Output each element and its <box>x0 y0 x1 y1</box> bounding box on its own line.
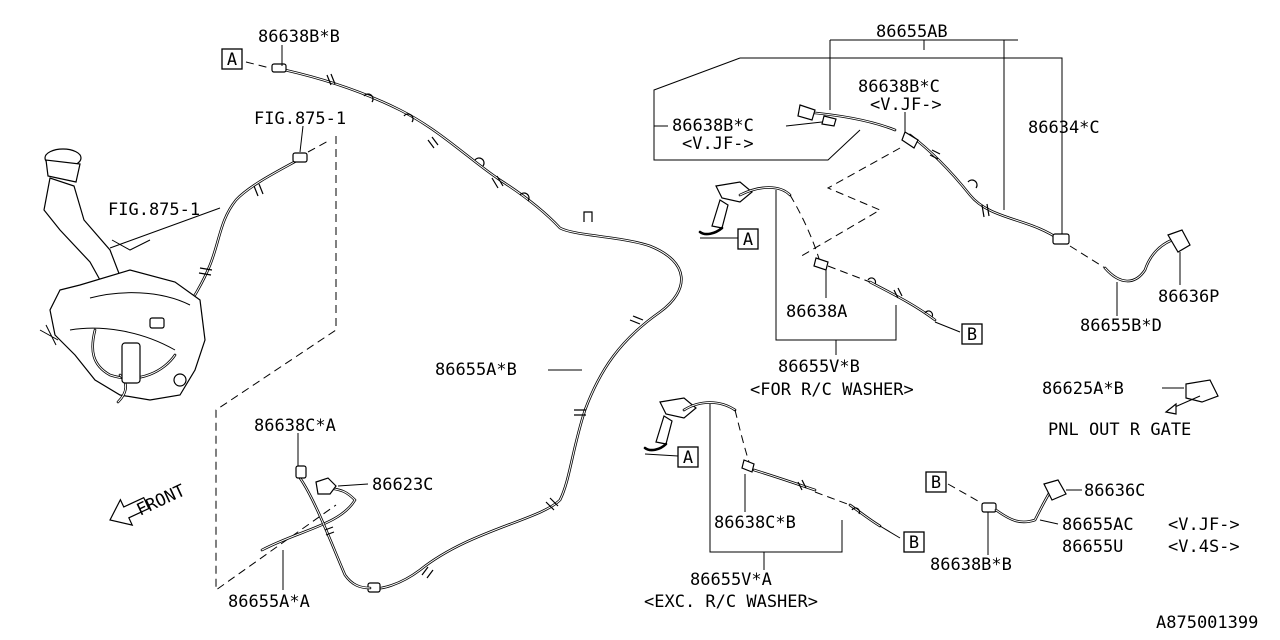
main-hose-86655A-B <box>271 63 683 593</box>
ref-a-2: A <box>743 230 753 250</box>
label-vjf-right: <V.JF-> <box>1168 515 1240 535</box>
label-vjf-left: <V.JF-> <box>682 134 754 154</box>
label-86638B-B-2: 86638B*B <box>930 555 1012 575</box>
label-86655U: 86655U <box>1062 537 1123 557</box>
label-pnl-out-r-gate: PNL OUT R GATE <box>1048 420 1191 440</box>
ref-box-b-1 <box>961 323 983 345</box>
label-fig-875-1-left: FIG.875-1 <box>108 200 200 220</box>
label-for-rc-washer: <FOR R/C WASHER> <box>750 380 914 400</box>
label-86638A: 86638A <box>786 302 847 322</box>
label-86636C: 86636C <box>1084 481 1145 501</box>
label-86655AB: 86655AB <box>876 22 948 42</box>
ref-box-a-3 <box>677 446 699 468</box>
front-arrow <box>109 496 150 526</box>
label-v4s: <V.4S-> <box>1168 537 1240 557</box>
ref-box-a-1 <box>221 48 243 70</box>
label-front: FRONT <box>134 481 189 521</box>
label-86638C-B: 86638C*B <box>714 513 796 533</box>
label-86655V-A: 86655V*A <box>690 570 772 590</box>
label-86636P: 86636P <box>1158 287 1219 307</box>
label-86655AC: 86655AC <box>1062 515 1134 535</box>
label-exc-rc-washer: <EXC. R/C WASHER> <box>644 592 818 612</box>
label-86638C-A: 86638C*A <box>254 416 336 436</box>
label-86638B-B: 86638B*B <box>258 27 340 47</box>
label-diagram-code: A875001399 <box>1156 613 1258 633</box>
ref-box-b-2 <box>903 531 925 553</box>
label-86655B-D: 86655B*D <box>1080 316 1162 336</box>
label-fig-875-1-top: FIG.875-1 <box>254 109 346 129</box>
label-86625A-B: 86625A*B <box>1042 379 1124 399</box>
ref-a-3: A <box>683 448 693 468</box>
label-86638B-C-top: 86638B*C <box>858 77 940 97</box>
washer-tank-illustration <box>39 148 206 404</box>
ref-b-3: B <box>931 473 941 493</box>
ref-b-1: B <box>967 325 977 345</box>
label-vjf-top: <V.JF-> <box>870 95 942 115</box>
ref-box-b-3 <box>925 471 947 493</box>
label-86655V-B: 86655V*B <box>778 357 860 377</box>
ref-b-2: B <box>909 533 919 553</box>
label-86634-C: 86634*C <box>1028 118 1100 138</box>
label-86638B-C-left: 86638B*C <box>672 116 754 136</box>
ref-box-a-2 <box>737 228 759 250</box>
label-86655A-B: 86655A*B <box>435 360 517 380</box>
label-86655A-A: 86655A*A <box>228 592 310 612</box>
ref-a-1: A <box>227 50 237 70</box>
label-86623C: 86623C <box>372 475 433 495</box>
